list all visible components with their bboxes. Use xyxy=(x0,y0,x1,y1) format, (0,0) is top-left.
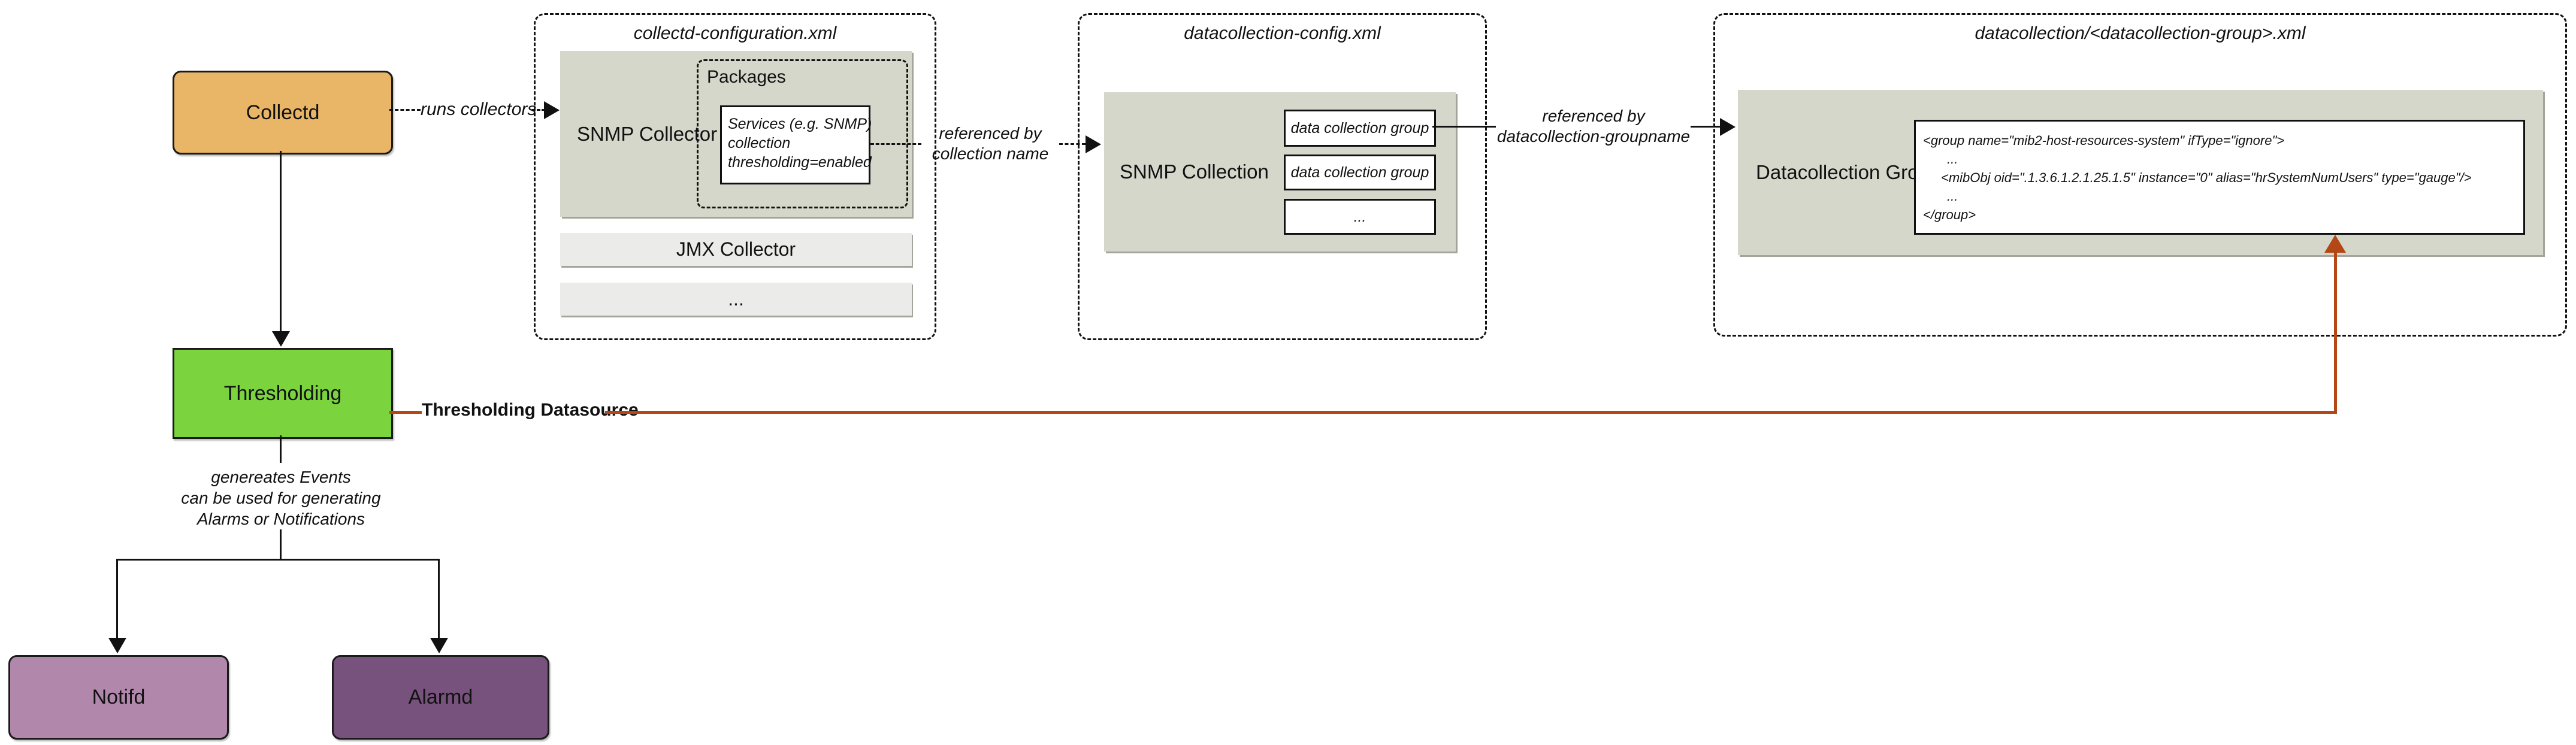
container-collectd-configuration: collectd-configuration.xml xyxy=(534,13,936,340)
node-notifd: Notifd xyxy=(8,655,229,740)
edge-thresholding-datasource-label: Thresholding Datasource xyxy=(422,400,639,420)
edge-collectd-thresholding-arrowhead xyxy=(272,331,290,347)
edge-events-label: genereates Events can be used for genera… xyxy=(161,467,401,529)
node-thresholding-label: Thresholding xyxy=(223,381,342,405)
edge-ref-groupname-label-line2: datacollection-groupname xyxy=(1496,127,1691,146)
edge-events-notifd-arrowhead xyxy=(108,638,126,653)
jmx-collector-label: JMX Collector xyxy=(676,238,796,260)
xml-line-1: <group name="mib2-host-resources-system"… xyxy=(1923,133,2285,148)
packages-label: Packages xyxy=(707,67,786,87)
other-collectors-label: ... xyxy=(728,288,744,310)
snmp-collector-panel: SNMP Collector Packages Services (e.g. S… xyxy=(560,51,912,217)
services-line-3: thresholding=enabled xyxy=(728,154,872,171)
edge-events-line-bottom xyxy=(280,529,282,561)
edge-ref-collection-label-line2: collection name xyxy=(932,144,1049,163)
edge-ref-collection-label-line1: referenced by xyxy=(939,124,1042,143)
container-datacollection-config: datacollection-config.xml xyxy=(1078,13,1487,340)
edge-events-line-top xyxy=(280,435,282,463)
data-collection-group-box-1: data collection group xyxy=(1284,110,1436,147)
edge-ref-groupname-line-b xyxy=(1691,126,1721,128)
node-notifd-label: Notifd xyxy=(92,686,146,708)
edge-events-label-line1: genereates Events xyxy=(211,468,351,486)
container-datacollection-group: datacollection/<datacollection-group>.xm… xyxy=(1713,13,2567,337)
edge-thresholding-datasource-line-a xyxy=(389,411,422,414)
edge-thresholding-datasource-line-c xyxy=(2334,250,2337,414)
edge-ref-groupname-label: referenced by datacollection-groupname xyxy=(1495,106,1692,147)
edge-ref-groupname-label-line1: referenced by xyxy=(1542,107,1645,125)
node-collectd-label: Collectd xyxy=(246,101,320,124)
edge-events-alarmd-line xyxy=(438,559,440,638)
edge-runs-collectors-line-b xyxy=(532,109,545,111)
data-collection-group-2-label: data collection group xyxy=(1290,163,1429,181)
node-thresholding: Thresholding xyxy=(173,348,393,439)
edge-ref-collection-label: referenced by collection name xyxy=(921,123,1059,164)
services-box-text: Services (e.g. SNMP) collection threshol… xyxy=(722,107,872,179)
xml-snippet-box: <group name="mib2-host-resources-system"… xyxy=(1914,120,2525,235)
xml-line-3: <mibObj oid=".1.3.6.1.2.1.25.1.5" instan… xyxy=(1941,170,2472,185)
edge-runs-collectors-label: runs collectors xyxy=(421,99,537,119)
services-line-2: collection xyxy=(728,135,791,152)
edge-runs-collectors-line-a xyxy=(389,109,421,111)
edge-events-label-line2: can be used for generating xyxy=(181,489,381,507)
data-collection-group-box-2: data collection group xyxy=(1284,155,1436,190)
edge-events-label-line3: Alarms or Notifications xyxy=(196,510,365,528)
xml-line-2: ... xyxy=(1947,152,1958,166)
data-collection-group-box-more: ... xyxy=(1284,199,1436,235)
edge-ref-collection-line-b xyxy=(1059,143,1086,145)
node-alarmd-label: Alarmd xyxy=(408,686,473,708)
node-collectd: Collectd xyxy=(173,71,393,155)
jmx-collector-bar: JMX Collector xyxy=(560,233,912,266)
xml-line-4: ... xyxy=(1947,189,1958,204)
services-line-1: Services (e.g. SNMP) xyxy=(728,116,872,132)
data-collection-group-more-label: ... xyxy=(1353,208,1366,225)
snmp-collector-label: SNMP Collector xyxy=(577,122,718,145)
other-collectors-bar: ... xyxy=(560,283,912,316)
container-collectd-configuration-title: collectd-configuration.xml xyxy=(633,23,837,43)
node-alarmd: Alarmd xyxy=(332,655,549,740)
edge-events-alarmd-arrowhead xyxy=(430,638,448,653)
packages-box: Packages Services (e.g. SNMP) collection… xyxy=(697,59,908,208)
edge-ref-groupname-line-a xyxy=(1432,126,1496,128)
edge-events-notifd-line xyxy=(116,559,118,638)
edge-collectd-thresholding-line xyxy=(280,151,282,332)
snmp-collection-label: SNMP Collection xyxy=(1120,160,1269,183)
data-collection-group-1-label: data collection group xyxy=(1290,119,1429,137)
container-datacollection-config-title: datacollection-config.xml xyxy=(1184,23,1381,43)
datacollection-group-label: Datacollection Group xyxy=(1756,161,1941,183)
container-datacollection-group-title: datacollection/<datacollection-group>.xm… xyxy=(1975,23,2306,43)
edge-ref-collection-line-a xyxy=(870,143,921,145)
edge-thresholding-datasource-line-b xyxy=(605,411,2337,414)
xml-snippet-text: <group name="mib2-host-resources-system"… xyxy=(1916,122,2523,234)
xml-line-5: </group> xyxy=(1923,207,1976,222)
services-box: Services (e.g. SNMP) collection threshol… xyxy=(720,105,872,184)
edge-events-split-line xyxy=(116,559,440,561)
